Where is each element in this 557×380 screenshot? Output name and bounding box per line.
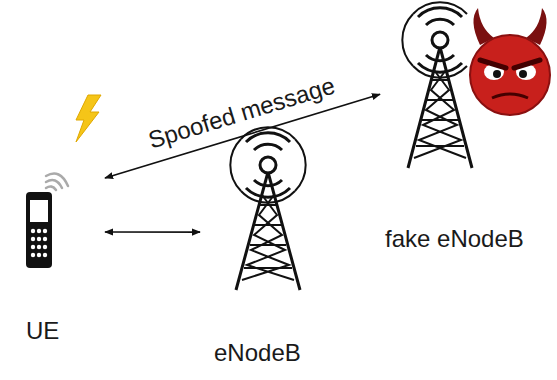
phone-icon [26, 174, 68, 268]
lightning-bolt [76, 95, 101, 142]
fake-tower-icon [402, 2, 472, 168]
station-node: UE [8, 150, 105, 350]
tower-icon [230, 127, 305, 290]
station-node: fake eNodeB [380, 0, 555, 262]
station-label: UE [26, 318, 59, 344]
devil-face [470, 8, 550, 115]
link-arrow [105, 231, 200, 233]
edge-label: Spoofed message [145, 72, 338, 154]
station-label: fake eNodeB [385, 226, 524, 252]
station-node: eNodeB [200, 140, 345, 378]
station-label: eNodeB [214, 340, 301, 366]
